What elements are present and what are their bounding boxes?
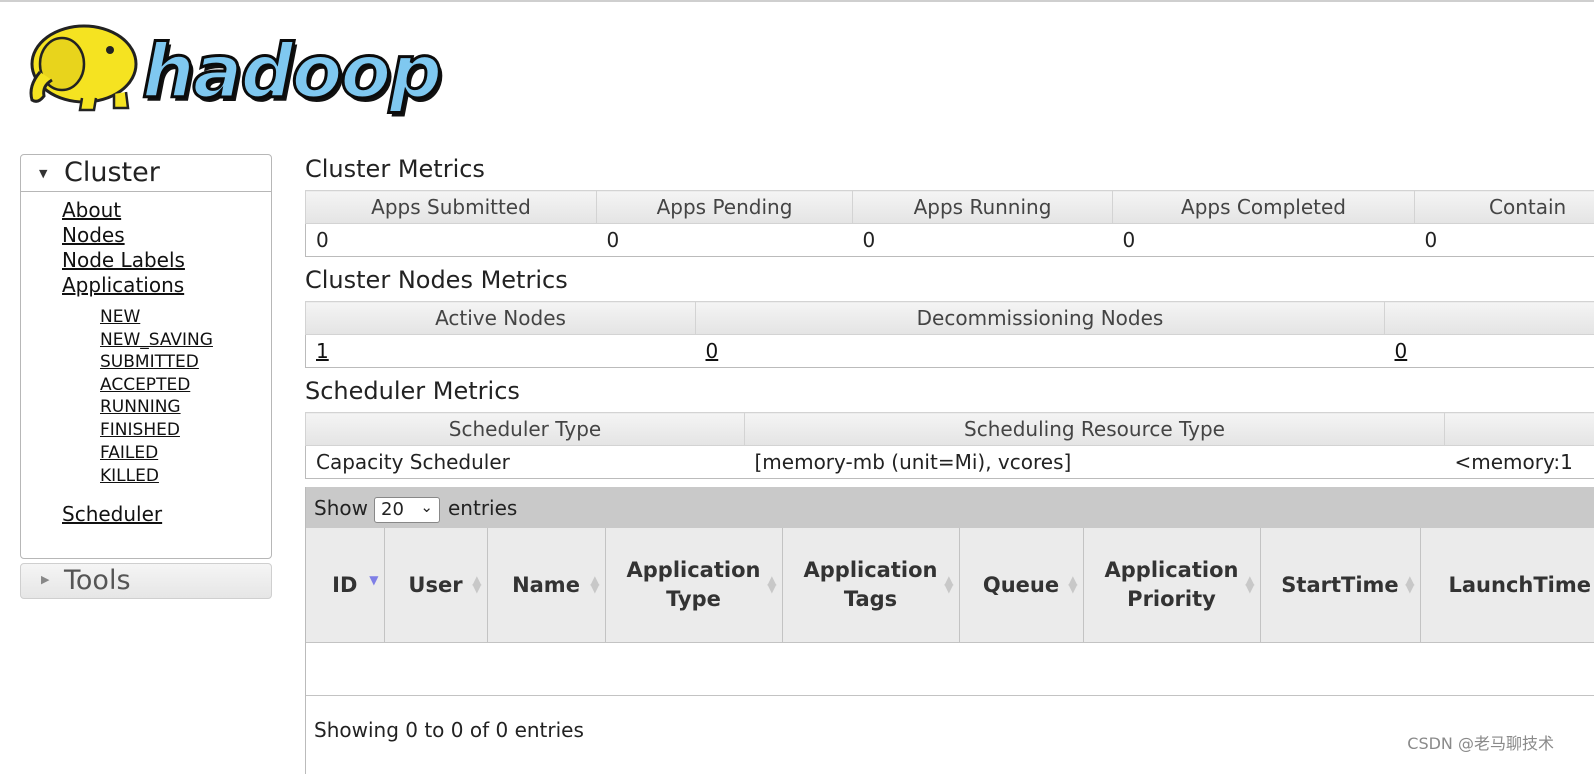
- minimum-allocation-value: <memory:1: [1444, 445, 1594, 479]
- nav-link-scheduler[interactable]: Scheduler: [62, 502, 163, 526]
- sort-desc-icon: ▼: [369, 573, 379, 587]
- node-metrics-table: Active Nodes Decommissioning Nodes 1 0 0: [305, 301, 1594, 368]
- node-metrics-title: Cluster Nodes Metrics: [305, 266, 568, 294]
- col-start-time[interactable]: StartTime ▲▼: [1260, 528, 1421, 643]
- containers-value: 0: [1414, 223, 1594, 257]
- col-queue-label: Queue: [982, 572, 1060, 597]
- chevron-down-icon: ⌄: [420, 498, 433, 516]
- cluster-metrics-table: Apps Submitted Apps Pending Apps Running…: [305, 190, 1594, 257]
- col-decommissioned-nodes: [1384, 301, 1594, 335]
- nav-link-applications[interactable]: Applications: [62, 273, 185, 297]
- sidebar: ▼ Cluster About Nodes Node Labels Applic…: [20, 154, 272, 599]
- nav-state-new[interactable]: NEW: [100, 307, 141, 327]
- col-application-type-label: Application Type: [626, 558, 761, 611]
- top-border: [0, 0, 1594, 2]
- cluster-panel: ▼ Cluster About Nodes Node Labels Applic…: [20, 154, 272, 559]
- col-application-tags[interactable]: Application Tags ▲▼: [782, 528, 960, 643]
- nav-state-new-saving[interactable]: NEW_SAVING: [100, 330, 213, 350]
- table-length-toolbar: Show 20 ⌄ entries: [306, 487, 1594, 528]
- scheduler-type-value: Capacity Scheduler: [305, 445, 745, 479]
- col-id[interactable]: ID ▼: [306, 528, 385, 643]
- col-scheduling-resource-type: Scheduling Resource Type: [744, 412, 1445, 446]
- nav-link-about[interactable]: About: [62, 198, 122, 222]
- apps-completed-value: 0: [1112, 223, 1415, 257]
- scheduler-metrics-title: Scheduler Metrics: [305, 377, 520, 405]
- col-scheduler-type: Scheduler Type: [305, 412, 745, 446]
- col-id-label: ID: [332, 572, 358, 597]
- decommissioning-nodes-link[interactable]: 0: [705, 339, 719, 363]
- collapse-down-icon[interactable]: ▼: [39, 167, 48, 180]
- show-label: Show: [314, 496, 368, 520]
- col-apps-submitted: Apps Submitted: [305, 190, 597, 224]
- col-decommissioning-nodes: Decommissioning Nodes: [695, 301, 1385, 335]
- scheduler-metrics-table: Scheduler Type Scheduling Resource Type …: [305, 412, 1594, 479]
- active-nodes-link[interactable]: 1: [316, 339, 329, 363]
- col-containers: Contain: [1414, 190, 1594, 224]
- col-start-time-label: StartTime: [1281, 572, 1399, 597]
- nav-state-running[interactable]: RUNNING: [100, 397, 181, 417]
- col-name-label: Name: [512, 572, 580, 597]
- applications-section: Show 20 ⌄ entries ID ▼ User ▲▼ Name ▲▼ Appl…: [305, 487, 1594, 774]
- entries-label: entries: [448, 496, 518, 520]
- apps-submitted-value: 0: [305, 223, 597, 257]
- col-user-label: User: [408, 572, 463, 597]
- nav-state-killed[interactable]: KILLED: [100, 466, 159, 486]
- decommissioned-nodes-link[interactable]: 0: [1394, 339, 1408, 363]
- col-application-tags-label: Application Tags: [803, 558, 938, 611]
- nav-link-nodes[interactable]: Nodes: [62, 223, 125, 247]
- col-queue[interactable]: Queue ▲▼: [959, 528, 1084, 643]
- col-apps-completed: Apps Completed: [1112, 190, 1415, 224]
- scheduling-resource-type-value: [memory-mb (unit=Mi), vcores]: [744, 445, 1445, 479]
- collapse-right-icon[interactable]: ▶: [41, 573, 50, 586]
- nav-state-finished[interactable]: FINISHED: [100, 420, 180, 440]
- hadoop-logo: hadoop: [22, 12, 462, 122]
- elephant-icon: [29, 24, 138, 112]
- tools-panel-title: Tools: [64, 565, 131, 596]
- applications-table: ID ▼ User ▲▼ Name ▲▼ Application Type ▲▼ App…: [306, 528, 1594, 643]
- sort-icon: ▲▼: [944, 573, 954, 595]
- col-launch-time-label: LaunchTime: [1448, 572, 1592, 597]
- cluster-metrics-title: Cluster Metrics: [305, 155, 485, 183]
- table-info: Showing 0 to 0 of 0 entries: [314, 718, 584, 742]
- page-size-value: 20: [381, 499, 404, 520]
- col-user[interactable]: User ▲▼: [384, 528, 488, 643]
- sort-icon: ▲▼: [1405, 573, 1415, 595]
- page-size-select[interactable]: 20 ⌄: [374, 497, 440, 523]
- apps-pending-value: 0: [596, 223, 853, 257]
- col-apps-running: Apps Running: [852, 190, 1113, 224]
- empty-table-row: [306, 643, 1594, 696]
- sort-icon: ▲▼: [1068, 573, 1078, 595]
- tools-panel-header[interactable]: ▶ Tools: [20, 563, 272, 599]
- col-application-priority-label: Application Priority: [1104, 558, 1239, 611]
- main-content: Cluster Metrics Apps Submitted Apps Pend…: [305, 150, 1594, 483]
- nav-state-submitted[interactable]: SUBMITTED: [100, 352, 199, 372]
- cluster-nav: About Nodes Node Labels Applications NEW…: [21, 192, 271, 558]
- col-launch-time[interactable]: LaunchTime: [1420, 528, 1594, 643]
- nav-state-accepted[interactable]: ACCEPTED: [100, 375, 191, 395]
- sort-icon: ▲▼: [767, 573, 777, 595]
- sort-icon: ▲▼: [1245, 573, 1255, 595]
- cluster-panel-header[interactable]: ▼ Cluster: [21, 155, 271, 192]
- apps-running-value: 0: [852, 223, 1113, 257]
- watermark: CSDN @老马聊技术: [1407, 734, 1554, 753]
- col-active-nodes: Active Nodes: [305, 301, 696, 335]
- col-application-priority[interactable]: Application Priority ▲▼: [1083, 528, 1261, 643]
- nav-link-node-labels[interactable]: Node Labels: [62, 248, 185, 272]
- sort-icon: ▲▼: [590, 573, 600, 595]
- cluster-panel-title: Cluster: [64, 157, 160, 188]
- sort-icon: ▲▼: [472, 573, 482, 595]
- nav-state-failed[interactable]: FAILED: [100, 443, 159, 463]
- col-name[interactable]: Name ▲▼: [487, 528, 606, 643]
- col-application-type[interactable]: Application Type ▲▼: [605, 528, 783, 643]
- col-apps-pending: Apps Pending: [596, 190, 853, 224]
- logo-wordmark: hadoop: [140, 29, 443, 115]
- col-minimum-allocation: [1444, 412, 1594, 446]
